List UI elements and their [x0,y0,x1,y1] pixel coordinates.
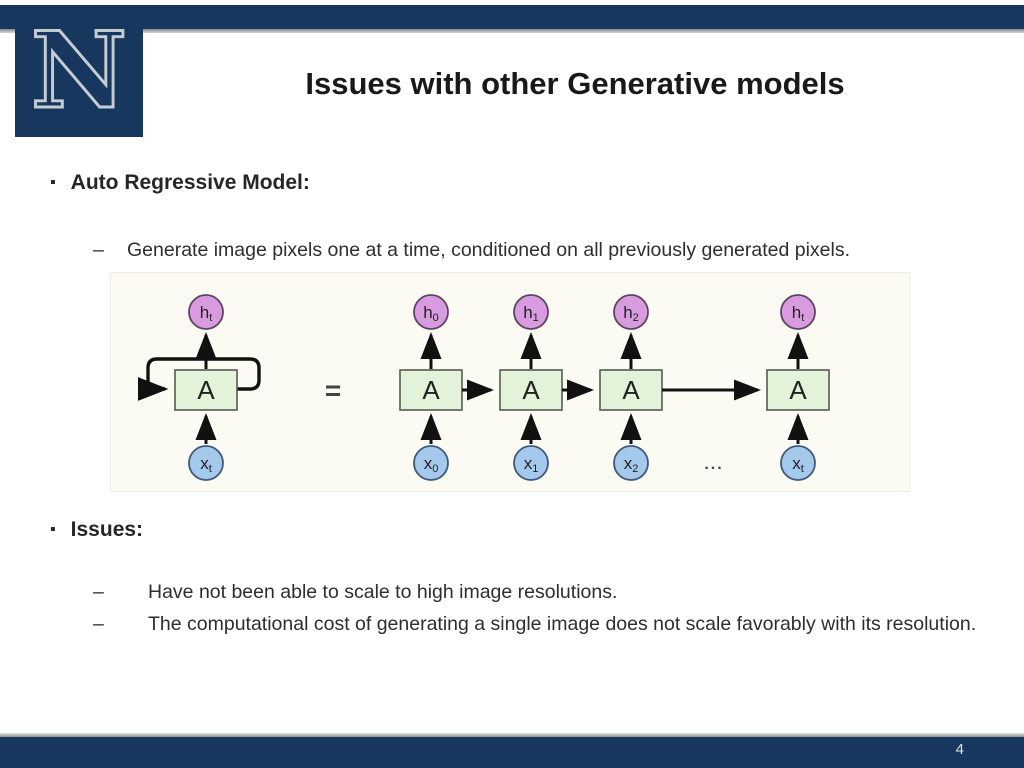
sub-bullet-text: Generate image pixels one at a time, con… [127,239,851,261]
university-logo: N [15,5,143,137]
hidden-state-label: ht [792,303,805,324]
hidden-state-label: h2 [623,303,639,324]
input-node [513,445,549,481]
rnn-cell-box [766,369,830,411]
rnn-cell-t0: h0 A x0 [399,294,463,481]
sub-bullet-scale-resolution: – Have not been able to scale to high im… [93,579,617,606]
sub-bullet-generate-pixels: – Generate image pixels one at a time, c… [93,237,850,264]
input-node [188,445,224,481]
equals-sign: = [325,375,341,406]
rnn-cell-t2: h2 A x2 [599,294,663,481]
cell-label: A [522,375,540,405]
rnn-cell-box [499,369,563,411]
input-node [780,445,816,481]
rnn-cell-tt: ht A xt [766,294,830,481]
header-bar [0,5,1024,29]
hidden-state-node [780,294,816,330]
cell-label: A [422,375,440,405]
sub-bullet-text: The computational cost of generating a s… [148,613,977,635]
square-bullet-icon: ▪ [50,521,56,538]
bullet-heading-issues: ▪ Issues: [50,516,143,543]
bullet-heading-label: Issues: [70,518,144,541]
cell-label: A [197,375,215,405]
input-label: x2 [624,454,639,475]
cell-label: A [789,375,807,405]
input-label: x0 [424,454,439,475]
hidden-state-node [613,294,649,330]
input-label: xt [200,454,212,475]
sub-bullet-computational-cost: – The computational cost of generating a… [93,611,978,638]
input-label: x1 [524,454,539,475]
footer-bar [0,737,1024,768]
cell-label: A [622,375,640,405]
footer-separator-line [0,733,1024,737]
block-n-icon: N [29,15,128,127]
bullet-heading-label: Auto Regressive Model: [70,171,310,194]
rnn-cell-box [599,369,663,411]
rnn-cell-t1: h1 A x1 [499,294,563,481]
dash-bullet-icon: – [93,613,104,635]
input-node [413,445,449,481]
square-bullet-icon: ▪ [50,174,56,191]
hidden-state-node [513,294,549,330]
ellipsis: ... [704,456,723,473]
hidden-state-node [413,294,449,330]
hidden-state-label: ht [200,303,213,324]
recurrent-loop-arrow [137,357,261,401]
sub-bullet-text: Have not been able to scale to high imag… [148,581,618,603]
dash-bullet-icon: – [93,581,104,603]
input-node [613,445,649,481]
page-title: Issues with other Generative models [305,66,845,101]
rnn-cell-single: ht A xt [137,294,261,481]
rnn-cell-box [399,369,463,411]
page-number: 4 [955,741,964,758]
bullet-heading-auto-regressive: ▪ Auto Regressive Model: [50,169,310,196]
hidden-state-label: h0 [423,303,439,324]
rnn-unrolled-diagram: ht A xt = h0 A x0 h1 A x1 [110,272,910,492]
hidden-state-label: h1 [523,303,539,324]
logo-letter: N [31,15,127,127]
dash-bullet-icon: – [93,239,104,261]
rnn-cell-box [174,369,238,411]
header-separator-line [0,29,1024,33]
input-label: xt [792,454,804,475]
hidden-state-node [188,294,224,330]
